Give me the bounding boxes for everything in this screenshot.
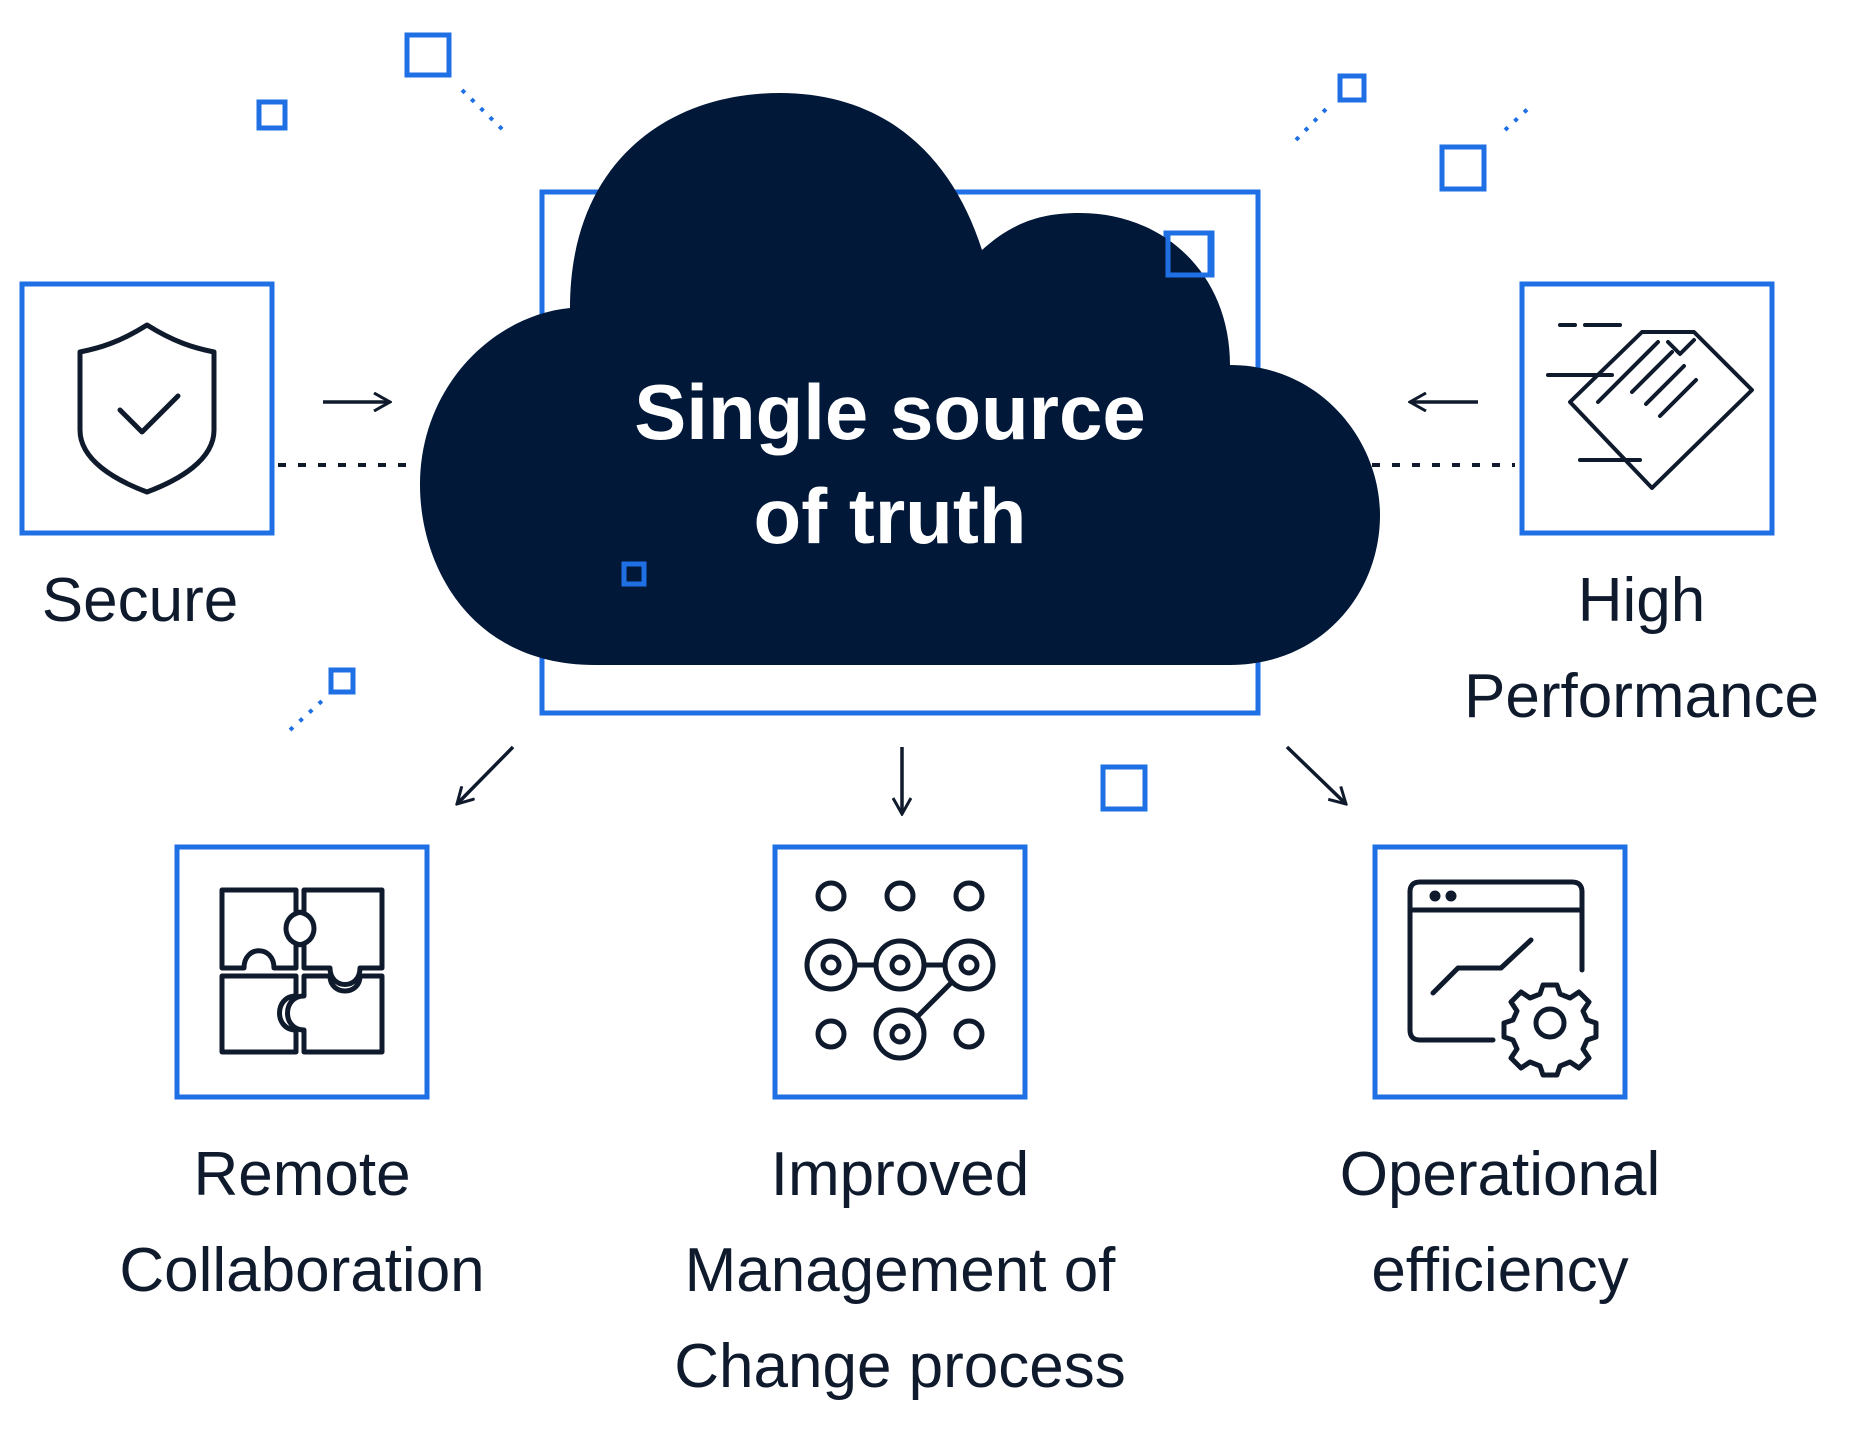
decor-square: [328, 667, 356, 695]
label-secure: Secure: [41, 566, 239, 635]
decor-square: [1439, 144, 1487, 192]
decor-square-on-cloud: [621, 561, 647, 587]
decor-dotted-lines: [288, 88, 1534, 732]
document-stack-icon: [1546, 323, 1754, 490]
center-title: Single source of truth: [634, 368, 1146, 560]
node-secure: [19, 281, 275, 536]
node-network-icon: [804, 880, 996, 1061]
arrows: [323, 402, 1478, 814]
arrow-down-left: [457, 745, 515, 804]
shield-check-icon: [77, 322, 217, 495]
puzzle-icon: [219, 887, 385, 1055]
node-remote-collaboration: [174, 844, 430, 1100]
cloud-shape: [420, 93, 1380, 665]
node-improved-moc: [772, 844, 1028, 1100]
node-operational-efficiency: [1372, 844, 1628, 1100]
decor-square: [1337, 73, 1367, 103]
decor-square: [256, 99, 288, 131]
decor-square: [1100, 764, 1148, 812]
label-remote-collaboration: Remote Collaboration: [119, 1140, 485, 1305]
node-frame: [19, 281, 275, 536]
label-high-performance: High Performance: [1464, 566, 1819, 731]
label-improved-moc: Improved Management of Change process: [674, 1140, 1126, 1401]
label-operational-efficiency: Operational efficiency: [1339, 1140, 1661, 1305]
arrow-down-right: [1285, 745, 1346, 804]
node-high-performance: [1519, 281, 1775, 536]
browser-gear-icon: [1407, 879, 1599, 1078]
decor-square-on-cloud: [1165, 230, 1215, 278]
node-frame: [174, 844, 430, 1100]
decor-square: [404, 32, 452, 78]
